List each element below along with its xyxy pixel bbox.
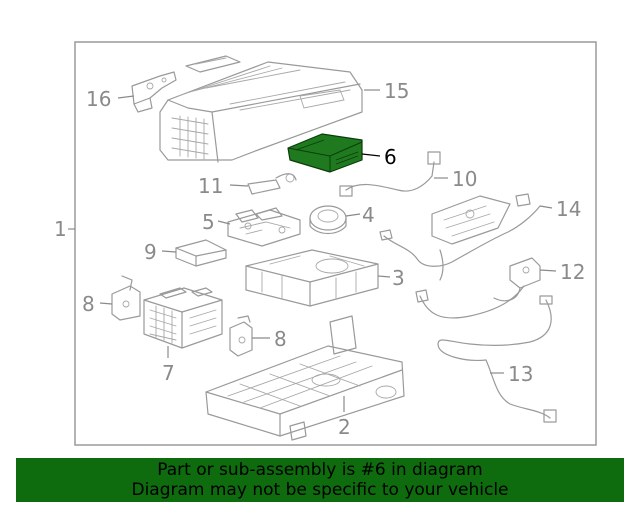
banner-line-2: Diagram may not be specific to your vehi… xyxy=(131,480,509,500)
parts-diagram: 1 16 15 6 10 11 5 4 14 9 3 12 8 8 7 13 2 xyxy=(54,41,597,446)
part-harness-loop[interactable] xyxy=(415,285,525,319)
part-9-module[interactable] xyxy=(175,239,227,267)
callout-4: 4 xyxy=(362,203,375,227)
part-8-bracket-center[interactable] xyxy=(229,315,253,357)
callout-13: 13 xyxy=(508,362,533,386)
part-5-junction-block[interactable] xyxy=(227,207,301,247)
callout-14: 14 xyxy=(556,197,581,221)
info-banner: Part or sub-assembly is #6 in diagram Di… xyxy=(16,458,624,502)
callout-2: 2 xyxy=(338,415,351,439)
callout-6: 6 xyxy=(384,145,397,169)
part-14-wire-harness[interactable] xyxy=(379,193,541,281)
part-6-body[interactable] xyxy=(287,133,363,173)
part-10-harness[interactable] xyxy=(339,151,441,197)
callout-8-left: 8 xyxy=(82,292,95,316)
callout-11: 11 xyxy=(198,174,223,198)
callout-12: 12 xyxy=(560,260,585,284)
part-13-cable[interactable] xyxy=(437,295,557,423)
callout-10: 10 xyxy=(452,167,477,191)
part-8-bracket-left[interactable] xyxy=(111,275,141,321)
callout-9: 9 xyxy=(144,240,157,264)
callout-1: 1 xyxy=(54,217,67,241)
banner-line-1: Part or sub-assembly is #6 in diagram xyxy=(157,460,483,480)
part-2-base-frame[interactable] xyxy=(205,315,405,441)
part-15-battery-cover[interactable] xyxy=(159,55,363,163)
part-6-control-module-highlighted[interactable] xyxy=(287,133,363,173)
part-4-fan[interactable] xyxy=(309,205,347,235)
part-16-bracket[interactable] xyxy=(131,71,177,113)
part-7-battery-module[interactable] xyxy=(143,287,223,349)
part-3-tray[interactable] xyxy=(245,249,379,307)
callout-5: 5 xyxy=(202,210,215,234)
callout-8-center: 8 xyxy=(274,327,287,351)
callout-15: 15 xyxy=(384,79,409,103)
callout-7: 7 xyxy=(162,361,175,385)
leader-lines xyxy=(99,89,557,412)
callout-16: 16 xyxy=(86,87,111,111)
part-11-sensor[interactable] xyxy=(247,173,297,195)
callout-3: 3 xyxy=(392,266,405,290)
